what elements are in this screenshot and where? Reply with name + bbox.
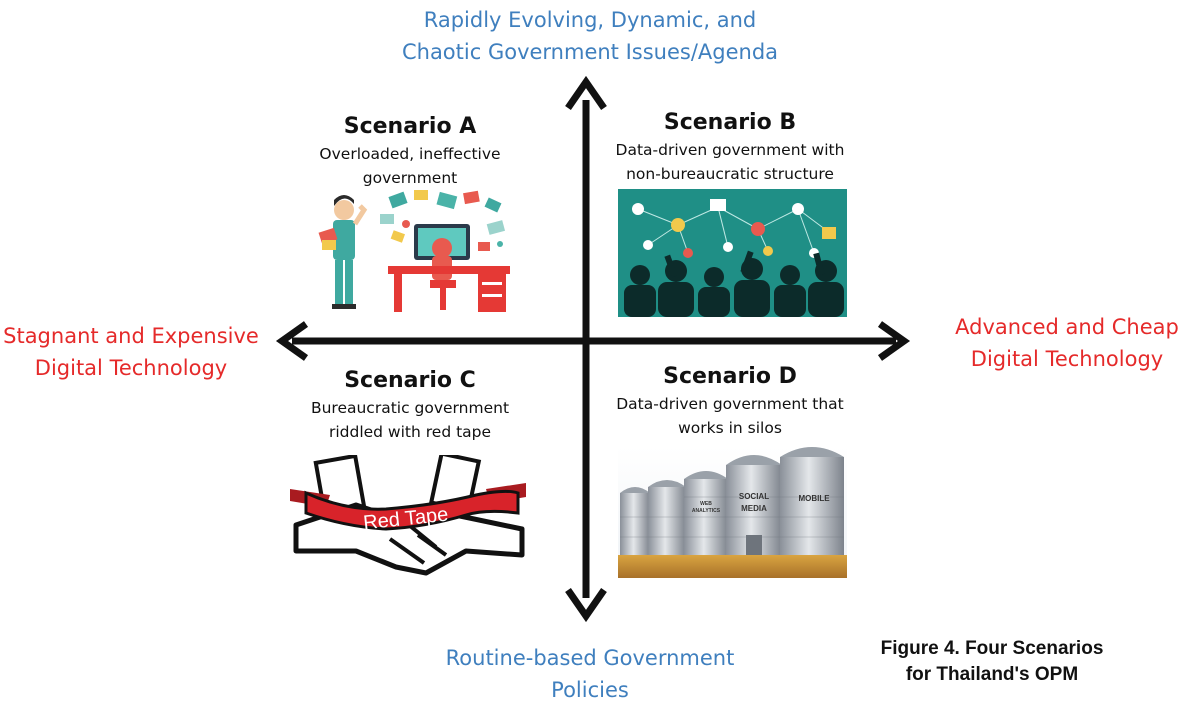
desk-worker-icon [388, 224, 510, 312]
scenario-b-title: Scenario B [663, 110, 797, 135]
silo-icons [620, 447, 844, 559]
scenario-a-description: Overloaded, ineffective government [290, 142, 530, 190]
scenario-c-title: Scenario C [344, 368, 476, 393]
axis-label-left: Stagnant and Expensive Digital Technolog… [0, 320, 262, 384]
data-silos-illustration: SOCIAL MEDIA MOBILE WEB ANALYTICS [618, 447, 847, 578]
flying-papers-icon [380, 190, 506, 251]
red-tape-handshake-illustration: Red Tape [290, 455, 526, 576]
figure-caption-line-2: for Thailand's OPM [905, 664, 1079, 685]
overloaded-worker-illustration [318, 190, 510, 312]
silo-label-social: SOCIAL [739, 492, 769, 501]
scenario-d-description: Data-driven government that works in sil… [600, 392, 860, 440]
vertical-axis-arrow [565, 75, 607, 623]
silo-label-analytics: ANALYTICS [692, 508, 721, 514]
axis-label-right-line-2: Digital Technology [970, 347, 1164, 371]
red-tape-banner-icon: Red Tape [290, 483, 526, 534]
scenario-a-desc-line-1: Overloaded, ineffective [319, 145, 501, 163]
scenario-d: Scenario D Data-driven government that w… [600, 362, 860, 440]
scenario-b-desc-line-2: non-bureaucratic structure [626, 165, 834, 183]
scenario-d-desc-line-1: Data-driven government that [616, 395, 844, 413]
axis-label-top: Rapidly Evolving, Dynamic, and Chaotic G… [380, 4, 800, 68]
scenario-c-desc-line-2: riddled with red tape [328, 423, 492, 441]
silo-label-mobile: MOBILE [798, 494, 830, 503]
scenario-a-desc-line-2: government [362, 169, 458, 187]
scenario-b-desc-line-1: Data-driven government with [615, 141, 845, 159]
data-network-crowd-illustration [618, 189, 847, 317]
axis-label-left-line-1: Stagnant and Expensive [3, 324, 259, 348]
figure-caption-line-1: Figure 4. Four Scenarios [880, 638, 1104, 659]
scenario-a-title: Scenario A [343, 114, 477, 139]
crowd-silhouettes-icon [624, 250, 844, 317]
axis-label-right-line-1: Advanced and Cheap [955, 315, 1179, 339]
figure-caption: Figure 4. Four Scenarios for Thailand's … [812, 636, 1172, 688]
stressed-man-icon [318, 195, 368, 309]
scenario-b: Scenario B Data-driven government with n… [600, 108, 860, 186]
scenario-d-title: Scenario D [663, 364, 797, 389]
scenario-d-desc-line-2: works in silos [678, 419, 782, 437]
horizontal-axis-arrow [275, 321, 911, 361]
network-nodes-icon [632, 199, 836, 258]
scenario-a: Scenario A Overloaded, ineffective gover… [290, 112, 530, 190]
scenario-c-desc-line-1: Bureaucratic government [310, 399, 510, 417]
axis-label-top-line-2: Chaotic Government Issues/Agenda [401, 40, 779, 64]
scenario-c: Scenario C Bureaucratic government riddl… [290, 366, 530, 444]
axis-label-bottom: Routine-based Government Policies [400, 642, 780, 706]
scenario-c-description: Bureaucratic government riddled with red… [290, 396, 530, 444]
axis-label-right: Advanced and Cheap Digital Technology [950, 311, 1184, 375]
axis-label-top-line-1: Rapidly Evolving, Dynamic, and [423, 8, 757, 32]
silo-label-web: WEB [700, 501, 712, 507]
axis-label-bottom-line-1: Routine-based Government [445, 646, 735, 670]
scenario-b-description: Data-driven government with non-bureaucr… [600, 138, 860, 186]
wheat-field [618, 555, 847, 578]
axis-label-bottom-line-2: Policies [551, 678, 629, 702]
axis-label-left-line-2: Digital Technology [34, 356, 228, 380]
silo-label-media: MEDIA [741, 504, 767, 513]
